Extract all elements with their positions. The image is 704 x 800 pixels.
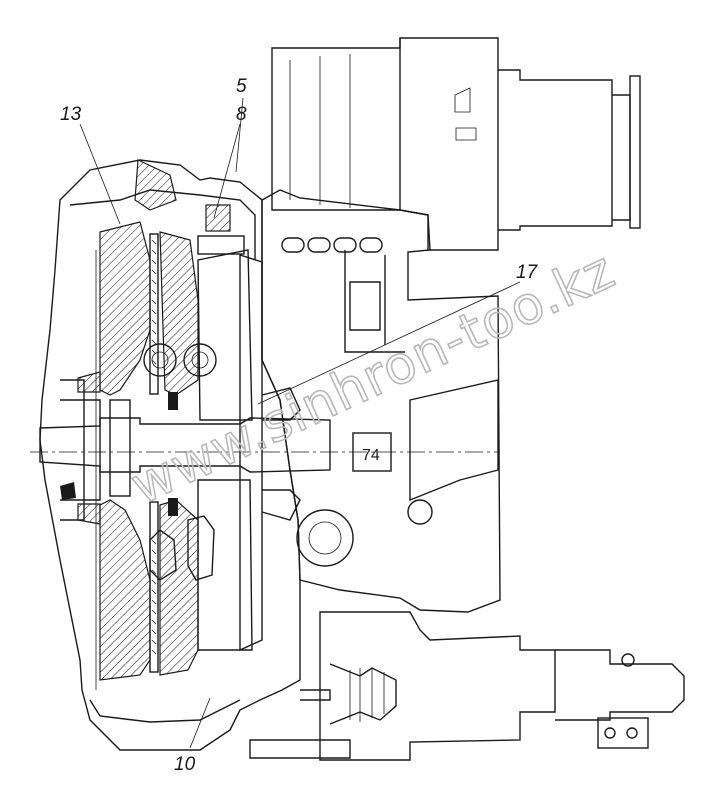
callout-17: 17 — [516, 262, 539, 283]
callout-10: 10 — [174, 754, 196, 775]
flywheel-housing — [39, 159, 351, 759]
bottom-actuator — [300, 611, 685, 761]
clutch-discs — [143, 233, 301, 673]
callout-13: 13 — [60, 104, 82, 125]
callout-5: 5 — [236, 76, 247, 97]
flywheel — [99, 159, 231, 681]
upper-housing — [271, 37, 641, 251]
input-shaft — [30, 371, 500, 525]
callout-8: 8 — [236, 104, 247, 125]
callout-leaders — [79, 97, 521, 749]
plate-label: 74 — [362, 447, 380, 464]
